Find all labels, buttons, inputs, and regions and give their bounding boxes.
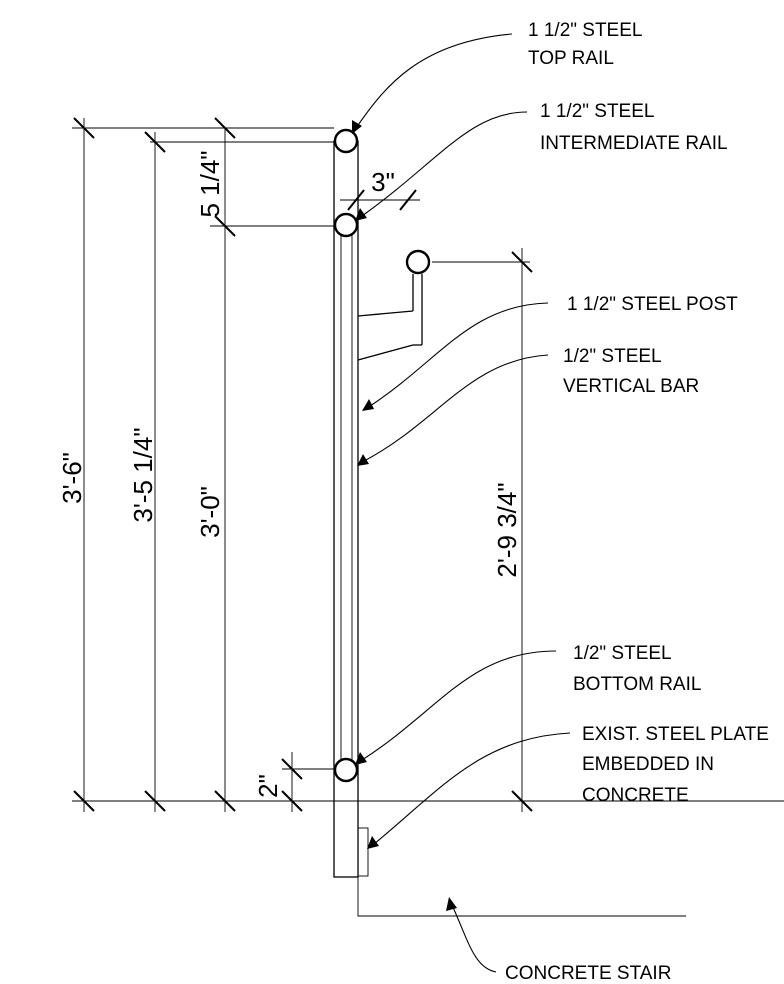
svg-text:1/2" STEEL: 1/2" STEEL [563, 346, 662, 367]
railing-assembly [333, 128, 431, 878]
callout-bottom-rail: 1/2" STEEL BOTTOM RAIL [573, 643, 701, 695]
dim-total-height: 3'-6" [57, 452, 87, 504]
callout-vertical-bar: 1/2" STEEL VERTICAL BAR [563, 346, 699, 397]
svg-text:EXIST. STEEL PLATE: EXIST. STEEL PLATE [582, 724, 769, 745]
callout-top-rail: 1 1/2" STEEL TOP RAIL [528, 20, 642, 69]
callout-concrete-stair: CONCRETE STAIR [505, 963, 671, 984]
stair-edge [357, 877, 686, 917]
callout-leaders [352, 33, 571, 973]
svg-text:1 1/2" STEEL POST: 1 1/2" STEEL POST [567, 294, 738, 315]
concrete-stair-outline [72, 800, 784, 917]
dim-rail-spacing: 5 1/4" [195, 150, 225, 217]
dimension-lines [72, 117, 533, 812]
dim-intermediate-height: 3'-0" [195, 486, 225, 538]
svg-text:1 1/2" STEEL: 1 1/2" STEEL [528, 20, 642, 41]
svg-text:INTERMEDIATE RAIL: INTERMEDIATE RAIL [540, 133, 728, 154]
leader-bottom-rail [361, 650, 557, 761]
callout-post: 1 1/2" STEEL POST [567, 294, 738, 315]
steel-plate [357, 827, 369, 877]
svg-text:EMBEDDED IN: EMBEDDED IN [582, 754, 714, 775]
handrail-pipe [405, 249, 431, 275]
leader-vertical-bar [365, 354, 549, 461]
callout-steel-plate: EXIST. STEEL PLATE EMBEDDED IN CONCRETE [582, 724, 769, 806]
svg-text:VERTICAL BAR: VERTICAL BAR [563, 376, 699, 397]
svg-text:CONCRETE STAIR: CONCRETE STAIR [505, 963, 671, 984]
leader-post [369, 302, 549, 407]
svg-text:1/2" STEEL: 1/2" STEEL [573, 643, 672, 664]
leader-top-rail [355, 33, 513, 129]
intermediate-rail-pipe [333, 212, 359, 238]
bottom-rail-pipe [333, 757, 359, 783]
leader-intermediate-rail [361, 111, 528, 217]
top-rail-pipe [333, 128, 359, 154]
handrail-bracket [357, 249, 431, 361]
callout-intermediate-rail: 1 1/2" STEEL INTERMEDIATE RAIL [540, 101, 728, 154]
dim-top-to-intermediate: 3'-5 1/4" [128, 427, 158, 522]
svg-text:BOTTOM RAIL: BOTTOM RAIL [573, 674, 701, 695]
leader-concrete-stair [451, 904, 497, 973]
dim-handrail-offset: 3" [371, 167, 395, 197]
leader-steel-plate [373, 732, 571, 845]
dim-bottom-clearance: 2" [253, 774, 283, 798]
dim-handrail-height: 2'-9 3/4" [492, 482, 522, 577]
svg-text:CONCRETE: CONCRETE [582, 785, 689, 806]
svg-text:TOP RAIL: TOP RAIL [528, 48, 614, 69]
svg-text:1 1/2" STEEL: 1 1/2" STEEL [540, 101, 654, 122]
